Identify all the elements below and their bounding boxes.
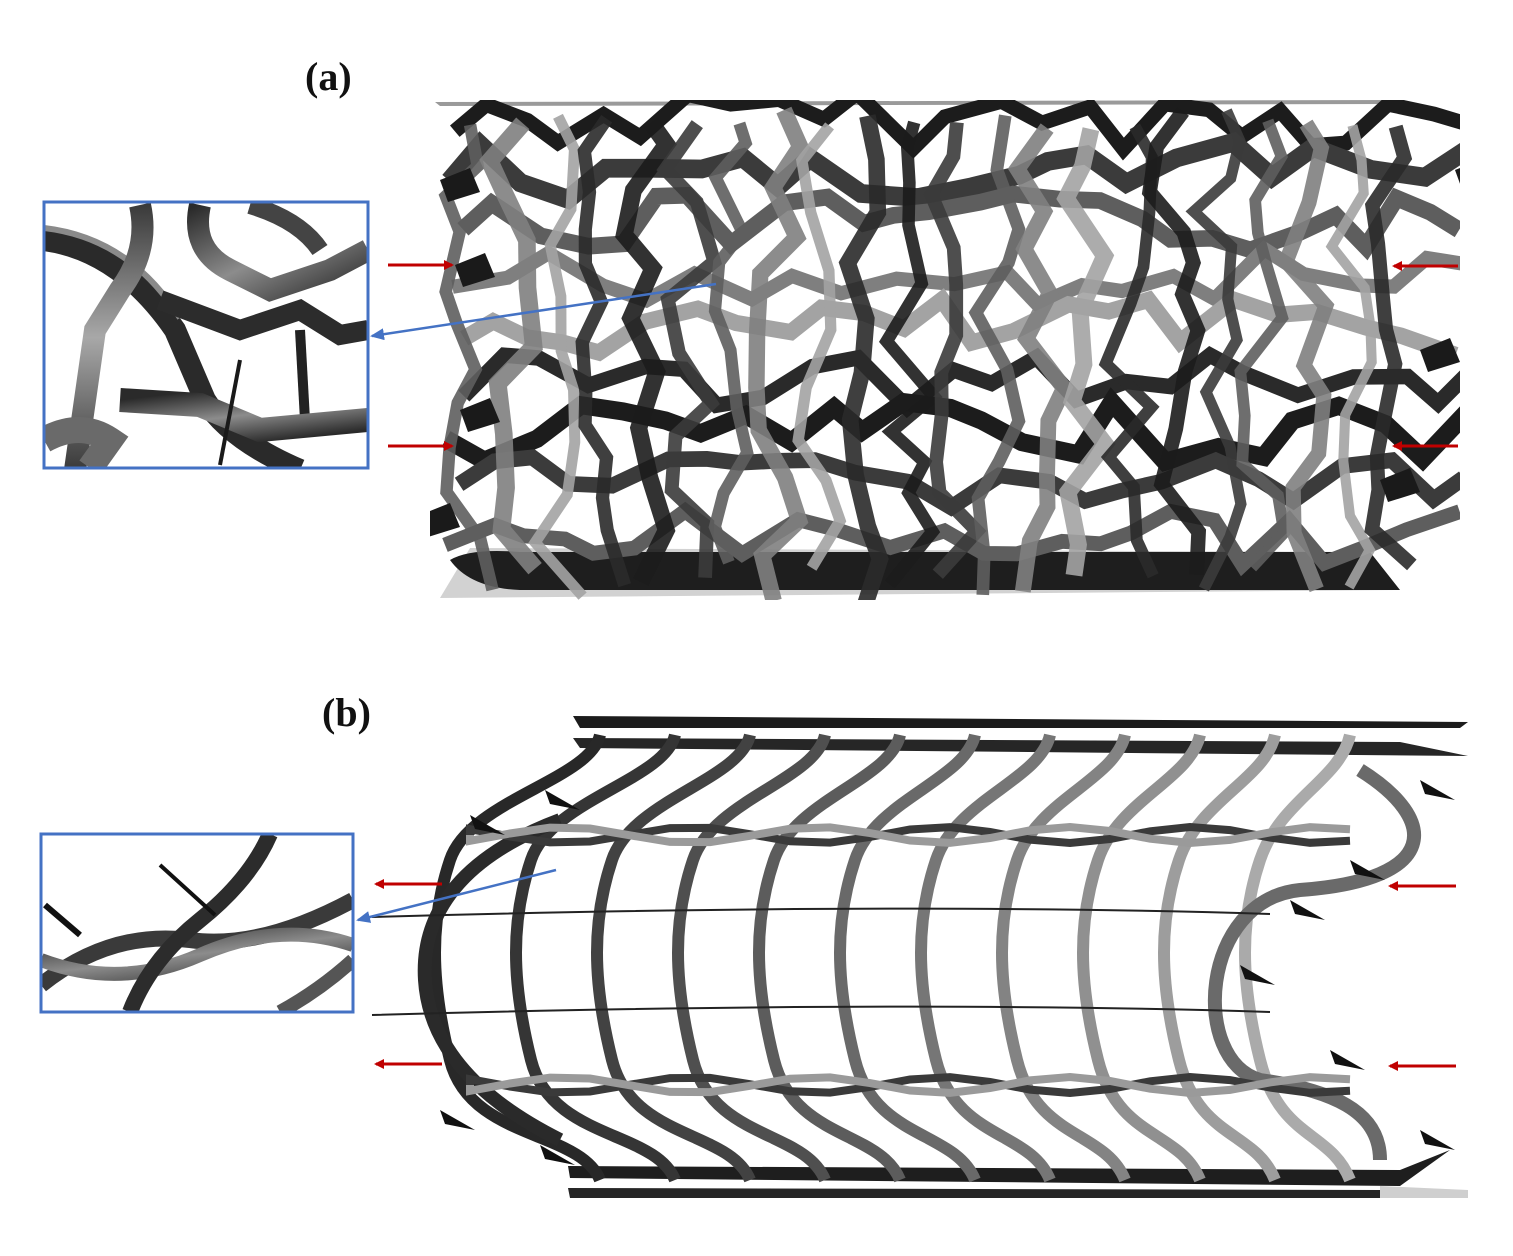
ribbon-flap-a xyxy=(460,398,500,432)
ribbon-b xyxy=(1077,733,1206,1183)
ribbon-a xyxy=(1056,127,1116,577)
ribbon-a xyxy=(441,387,1460,472)
ribbon-b xyxy=(834,733,981,1183)
ribbon-a xyxy=(748,106,810,600)
ribbon-flap-a xyxy=(440,168,480,202)
ribbon-flap-a xyxy=(455,253,495,287)
ribbon-a xyxy=(1364,124,1417,571)
spike-b xyxy=(440,1110,475,1130)
bottom-beam-b xyxy=(568,1188,1468,1198)
bottom-beam-a xyxy=(450,551,1400,590)
ribbon-b xyxy=(1158,733,1281,1183)
ribbon-b xyxy=(429,732,606,1183)
ribbon-a xyxy=(1234,118,1291,572)
spike-b xyxy=(540,1145,575,1165)
ribbon-b xyxy=(753,733,906,1183)
ribbon-a xyxy=(838,114,889,600)
ribbon-b xyxy=(1207,764,1421,1161)
panel-label-b: (b) xyxy=(322,690,371,735)
top-beam-b xyxy=(573,738,1468,756)
spike-b xyxy=(470,815,505,835)
ribbon-a xyxy=(792,122,847,571)
lattice-structure-b xyxy=(371,732,1455,1183)
ribbon-flap-a xyxy=(430,503,460,537)
ribbon-a xyxy=(968,114,1026,596)
panel-label-a: (a) xyxy=(305,54,352,99)
ribbon-b xyxy=(672,733,831,1183)
braid-band-b xyxy=(466,822,1351,848)
ribbon-b xyxy=(915,733,1056,1183)
inset-frame-b xyxy=(39,832,355,1014)
ribbon-a xyxy=(1325,124,1377,590)
ribbon-a xyxy=(479,117,543,575)
bottom-plate-b-edge xyxy=(1380,1186,1468,1198)
zoom-inset-a xyxy=(42,200,370,470)
ribbon-b xyxy=(1239,733,1356,1183)
spike-b xyxy=(1350,860,1385,880)
spike-b xyxy=(1420,780,1455,800)
inset-ribbons-a xyxy=(44,202,368,468)
ribbon-a xyxy=(1141,107,1207,575)
ribbon-flap-a xyxy=(1380,468,1420,502)
spike-b xyxy=(1420,1130,1455,1150)
zoom-pointer-a xyxy=(370,282,717,341)
bottom-plate-b xyxy=(568,1150,1450,1186)
wire-b xyxy=(371,1005,1271,1016)
ribbon-b xyxy=(996,733,1131,1183)
zoom-inset-b xyxy=(39,832,355,1014)
inset-frame-a xyxy=(42,200,370,470)
ribbon-a xyxy=(575,115,632,588)
ribbon-a xyxy=(457,185,1460,261)
top-plate-a xyxy=(435,100,1405,106)
spike-b xyxy=(1290,900,1325,920)
ribbon-a xyxy=(708,121,754,565)
spike-b xyxy=(545,790,580,810)
ribbon-a xyxy=(458,345,1460,419)
ribbon-flap-a xyxy=(1455,168,1460,184)
panel-a: (a) xyxy=(42,54,1460,600)
top-plate-b xyxy=(573,716,1468,728)
ribbon-b xyxy=(510,733,681,1183)
spike-b xyxy=(1330,1050,1365,1070)
braid-band-b xyxy=(466,1072,1351,1098)
ribbon-a xyxy=(1185,108,1247,592)
panel-b: (b) xyxy=(39,690,1468,1198)
ribbon-a xyxy=(450,100,1460,161)
ribbon-flap-a xyxy=(1420,338,1460,372)
ribbon-a xyxy=(1007,123,1074,593)
inset-ribbons-b xyxy=(41,834,353,1012)
ribbon-b xyxy=(417,813,564,1147)
ribbon-a xyxy=(656,120,723,578)
ribbon-a xyxy=(1277,119,1335,593)
zoom-pointer-b xyxy=(356,868,557,923)
ribbon-a xyxy=(923,121,987,579)
ribbon-b xyxy=(591,733,756,1183)
spike-b xyxy=(1240,965,1275,985)
ribbon-a xyxy=(615,117,677,586)
ribbon-a xyxy=(878,120,943,589)
ribbon-a xyxy=(528,113,587,600)
wire-b xyxy=(371,907,1271,918)
lattice-structure-a xyxy=(430,100,1460,600)
